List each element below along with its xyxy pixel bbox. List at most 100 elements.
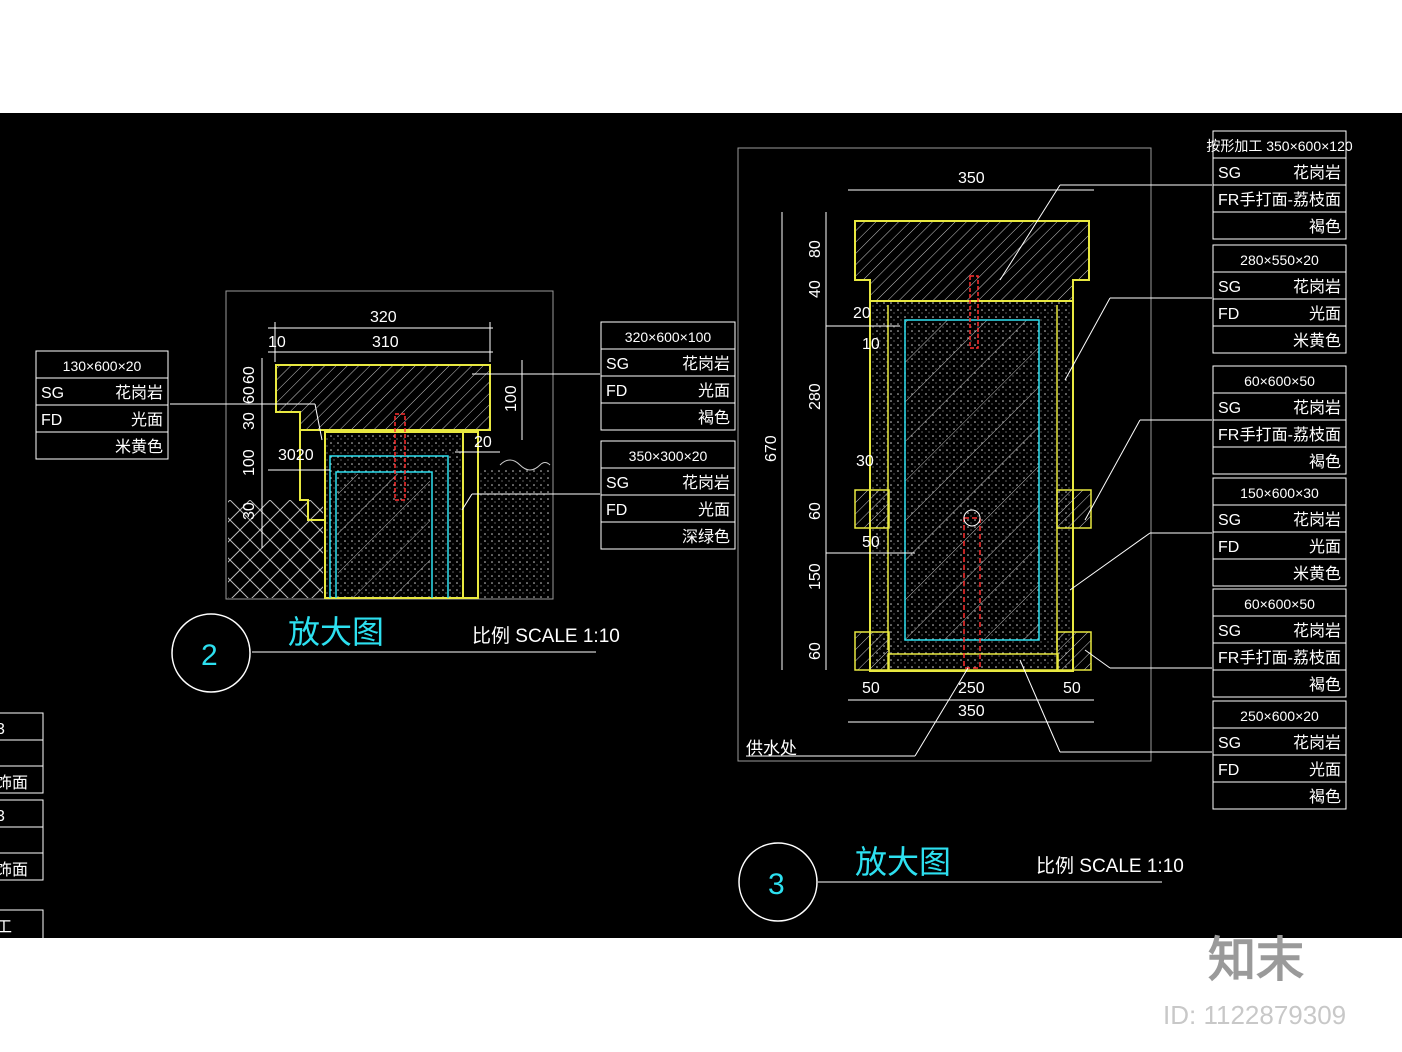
material-value: 褐色 [1309,788,1341,806]
material-value: 花岗岩 [115,384,163,402]
cap-stone [275,364,491,431]
dim3-b-3: 50 [1063,680,1081,697]
material-size: 350×300×20 [629,448,708,464]
watermark-id: ID: 1122879309 [1163,1000,1346,1030]
material-value: 深绿色 [682,528,730,546]
material-value: 光面 [1309,761,1341,779]
material-size: 280×550×20 [1240,252,1319,268]
dim3-top: 350 [958,170,985,187]
dim3-l-4: 60 [807,502,824,520]
material-code: SG [1218,400,1241,417]
detail-2-title: 放大图 [288,614,384,650]
base-slab [887,653,1059,671]
material-value: 米黄色 [115,438,163,456]
dim3-in-3: 30 [856,453,874,470]
material-code: SG [1218,735,1241,752]
soil-dots [480,470,550,598]
dim3-total: 670 [763,435,780,462]
side-veneer [299,429,326,521]
water-supply-note: 供水处 [746,739,797,758]
material-code: FR [1218,427,1239,444]
material-value: 光面 [131,411,163,429]
material-value: 褐色 [1309,218,1341,236]
base-right [1056,631,1092,671]
dim3-in-1: 20 [853,305,871,322]
material-value: 褐色 [1309,453,1341,471]
material-value: 花岗岩 [1293,622,1341,640]
dim-310: 310 [372,334,399,351]
partial-text-1: 3 [0,721,5,738]
pipe-bottom [963,517,981,669]
detail-3-title: 放大图 [855,844,951,880]
material-value: 手打面-荔枝面 [1240,649,1341,667]
watermark-logo: 知末 [1208,934,1304,987]
dim3-b-2: 250 [958,680,985,697]
side-block-right [1056,489,1092,529]
detail-3-number: 3 [768,868,785,901]
detail-2-scale: 比例 SCALE 1:10 [472,625,620,647]
dim3-in-4: 50 [862,534,880,551]
dim-20: 20 [474,434,492,451]
detail-3: 350 670 80 40 280 60 150 60 20 10 30 50 … [737,147,1212,922]
partial-text-3: 3 [0,808,5,825]
material-size: 60×600×50 [1244,596,1315,612]
material-code: FD [41,412,62,429]
material-code: FD [1218,306,1239,323]
material-value: 光面 [698,501,730,519]
material-size: 320×600×100 [625,329,712,345]
material-value: 褐色 [698,409,730,427]
pipe-top [969,275,979,349]
material-code: FD [1218,762,1239,779]
dim-l-1: 60 [241,366,258,384]
material-value: 手打面-荔枝面 [1240,426,1341,444]
inner-hatch [338,474,430,598]
material-code: SG [1218,512,1241,529]
material-size: 60×600×50 [1244,373,1315,389]
dim3-b-4: 350 [958,703,985,720]
material-size: 150×600×30 [1240,485,1319,501]
material-code: FD [606,383,627,400]
dim3-l-2: 40 [807,280,824,298]
partial-text-2: 饰面 [0,774,28,792]
dim3-in-2: 10 [862,336,880,353]
material-value: 花岗岩 [1293,399,1341,417]
material-value: 光面 [1309,538,1341,556]
material-code: SG [606,475,629,492]
material-code: SG [1218,623,1241,640]
dim-10: 10 [268,334,286,351]
material-value: 花岗岩 [1293,511,1341,529]
material-value: 米黄色 [1293,332,1341,350]
dim3-l-6: 60 [807,642,824,660]
soil-edge [499,459,551,471]
material-code: FR [1218,650,1239,667]
material-code: SG [41,385,64,402]
partial-text-4: 饰面 [0,861,28,879]
left-partial-tables: 3 饰面 3 饰面 工 [0,712,44,941]
cyan-line-inner [335,471,433,598]
dim3-l-3: 280 [807,383,824,410]
material-size: 250×600×20 [1240,708,1319,724]
partial-text-5: 工 [0,919,12,936]
material-value: 花岗岩 [1293,734,1341,752]
inner-cyan [904,319,1040,641]
material-value: 花岗岩 [682,355,730,373]
detail-3-number-circle [738,842,818,922]
dim-l-5: 30 [241,502,258,520]
dim-320: 320 [370,309,397,326]
dim-l-4: 100 [241,449,258,476]
material-code: FD [1218,539,1239,556]
material-value: 米黄色 [1293,565,1341,583]
detail-2: 320 310 10 60 60 30 100 30 100 3020 20 2… [170,290,620,693]
dim3-b-1: 50 [862,680,880,697]
wall-right-veneer [462,431,479,599]
dim-r-100: 100 [503,385,520,412]
